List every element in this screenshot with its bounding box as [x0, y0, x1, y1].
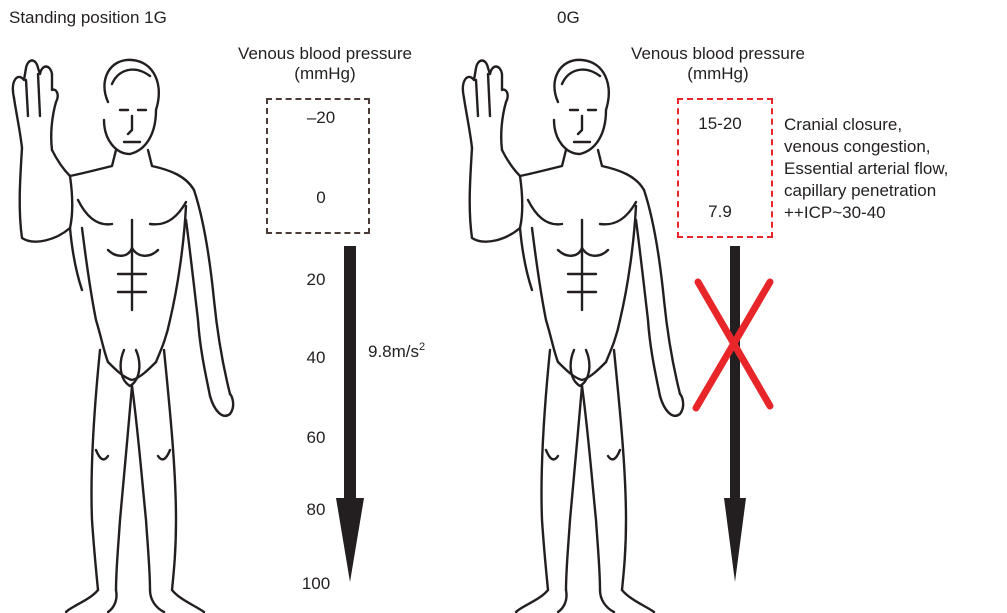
box-value-top-left: –20	[291, 108, 351, 128]
down-arrow-icon	[330, 246, 370, 586]
venous-pressure-label-right: Venous blood pressure	[618, 44, 818, 64]
pressure-unit-left: (mmHg)	[225, 64, 425, 84]
note-line: capillary penetration	[784, 180, 936, 202]
box-value-bottom-right: 7.9	[690, 202, 750, 222]
acceleration-exponent: 2	[419, 341, 425, 353]
note-line: Essential arterial flow,	[784, 158, 948, 180]
red-x-cross-icon	[688, 278, 778, 412]
acceleration-value: 9.8m/s	[368, 342, 419, 361]
venous-pressure-label-left: Venous blood pressure	[225, 44, 425, 64]
note-line: ++ICP~30-40	[784, 202, 886, 224]
note-line: venous congestion,	[784, 136, 931, 158]
box-value-bottom-left: 0	[291, 188, 351, 208]
right-panel-title: 0G	[557, 8, 580, 28]
pressure-unit-right: (mmHg)	[618, 64, 818, 84]
note-line: Cranial closure,	[784, 114, 902, 136]
human-figure-icon	[450, 50, 690, 613]
box-value-top-right: 15-20	[690, 114, 750, 134]
left-panel-title: Standing position 1G	[9, 8, 167, 28]
human-figure-icon	[0, 50, 240, 613]
acceleration-label: 9.8m/s2	[368, 342, 425, 364]
